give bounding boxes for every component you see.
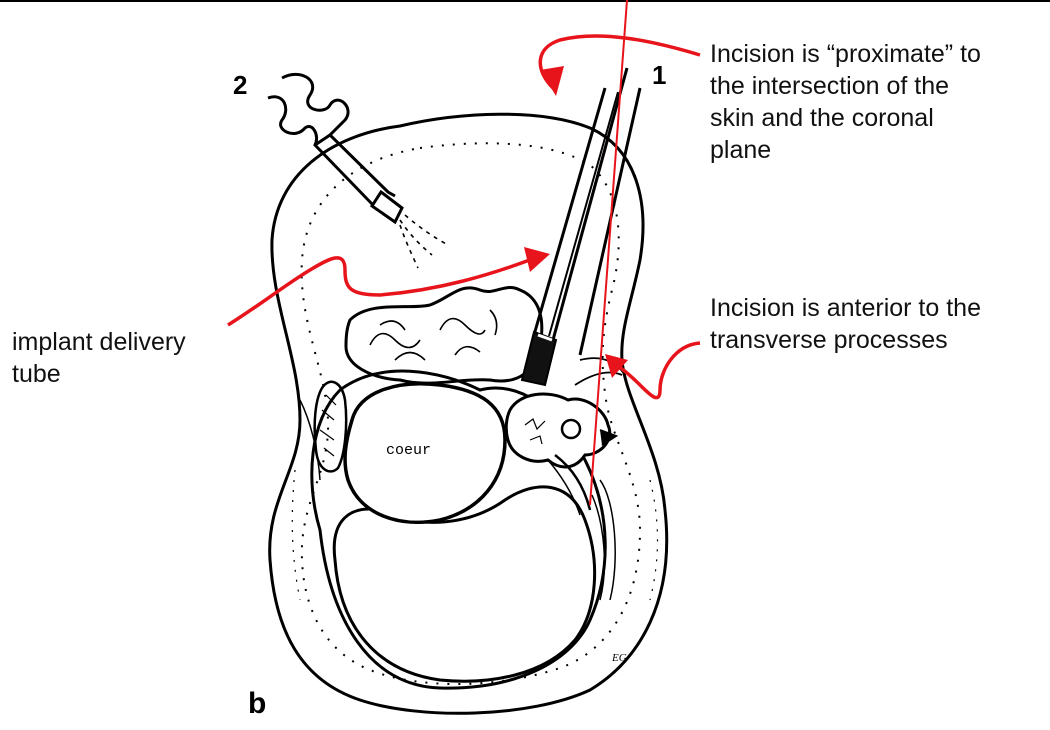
incision-proximate-line-3: skin and the coronal — [710, 102, 981, 134]
heart-label: coeur — [386, 442, 431, 459]
incision-proximate-line-1: Incision is “proximate” to — [710, 38, 981, 70]
incision-proximate-line-2: the intersection of the — [710, 70, 981, 102]
upper-organ — [346, 287, 542, 383]
anterior-arrow — [612, 343, 700, 398]
lung-cavity — [334, 487, 594, 681]
incision-anterior-label: Incision is anterior to the transverse p… — [710, 292, 981, 356]
implant-tube-label: implant delivery tube — [12, 326, 186, 390]
incision-anterior-line-1: Incision is anterior to the — [710, 292, 981, 324]
implant-tube-line-2: tube — [12, 358, 186, 390]
instrument-label-2: 2 — [233, 70, 247, 101]
artist-signature: EG — [612, 652, 627, 664]
incision-proximate-label: Incision is “proximate” to the intersect… — [710, 38, 981, 166]
implant-tube-line-1: implant delivery — [12, 326, 186, 358]
sprayer-instrument — [268, 74, 448, 268]
incision-anterior-line-2: transverse processes — [710, 324, 981, 356]
incision-proximate-line-4: plane — [710, 134, 981, 166]
instrument-label-1: 1 — [652, 60, 666, 91]
spinal-canal — [562, 420, 580, 438]
panel-letter: b — [248, 687, 266, 721]
